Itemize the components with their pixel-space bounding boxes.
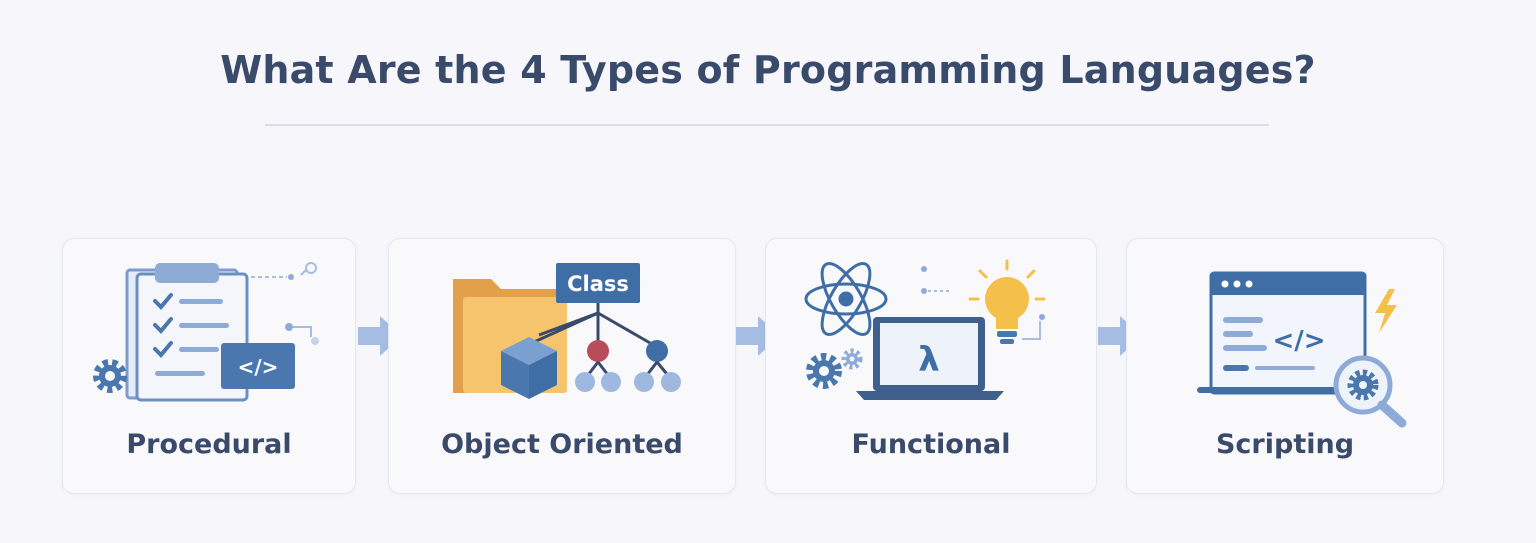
card-label-procedural: Procedural [126,429,292,460]
lightning-icon [1375,289,1397,333]
code-symbol: </> [1272,326,1325,356]
gears-icon [806,348,863,389]
page-title: What Are the 4 Types of Programming Lang… [220,48,1316,92]
procedural-checklist-icon: </> [93,262,319,402]
light-bulb-icon [968,259,1046,344]
atom-icon [804,262,888,336]
magnifier-gear-icon [1333,355,1407,428]
card-functional: λ Functional [765,238,1097,494]
card-label-scripting: Scripting [1215,429,1355,460]
lambda-symbol: λ [918,340,940,380]
gear-icon [93,359,127,393]
lambda-laptop-icon: λ [804,259,1046,400]
card-procedural: </> Procedural [62,238,356,494]
card-label-object-oriented: Object Oriented [441,429,683,460]
cube-icon [501,337,557,399]
title-divider [265,124,1269,126]
card-scripting: </> Scripting [1126,238,1444,494]
browser-script-icon: </> [1197,271,1407,428]
card-label-functional: Functional [851,429,1011,460]
code-symbol: </> [238,355,279,379]
card-object-oriented: Class Object Oriented [388,238,736,494]
class-hierarchy-icon: Class [453,263,681,399]
class-label: Class [567,272,629,296]
